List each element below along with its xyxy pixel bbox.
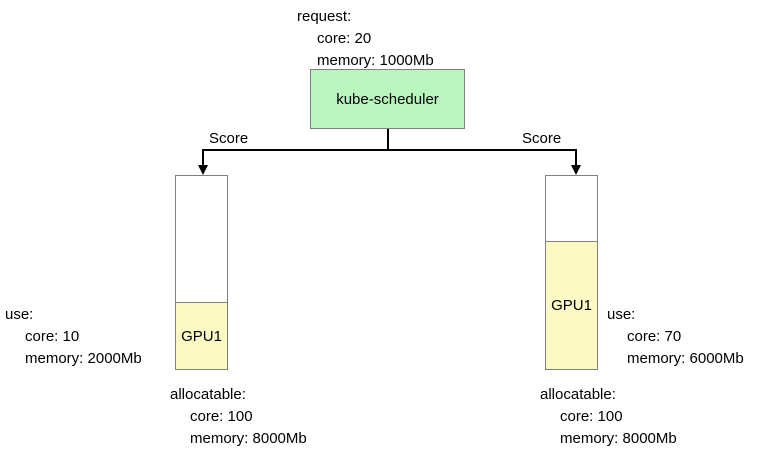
score-label-left: Score xyxy=(209,130,249,147)
score-label-right: Score xyxy=(522,130,562,147)
left-use-memory: memory: 2000Mb xyxy=(25,350,142,367)
left-allocatable-memory: memory: 8000Mb xyxy=(190,430,307,447)
right-allocatable-title: allocatable: xyxy=(540,386,616,403)
left-gpu-label: GPU1 xyxy=(181,327,222,345)
request-title: request: xyxy=(297,8,352,25)
right-down-arrow-icon xyxy=(571,165,581,175)
connector-stem xyxy=(387,129,389,150)
kube-scheduler-node: kube-scheduler xyxy=(310,69,465,129)
left-use-annotation: use: core: 10 memory: 2000Mb xyxy=(5,304,142,370)
right-use-core: core: 70 xyxy=(627,328,682,345)
right-allocatable-memory: memory: 8000Mb xyxy=(560,430,677,447)
left-allocatable-annotation: allocatable: core: 100 memory: 8000Mb xyxy=(170,384,307,450)
right-allocatable-core: core: 100 xyxy=(560,408,623,425)
left-node-free-capacity xyxy=(175,175,228,303)
left-use-title: use: xyxy=(5,306,34,323)
right-allocatable-annotation: allocatable: core: 100 memory: 8000Mb xyxy=(540,384,677,450)
left-node-gpu-used: GPU1 xyxy=(175,302,228,370)
right-use-annotation: use: core: 70 memory: 6000Mb xyxy=(607,304,744,370)
right-node-free-capacity xyxy=(545,175,598,242)
right-use-memory: memory: 6000Mb xyxy=(627,350,744,367)
connector-left-drop xyxy=(202,149,204,167)
connector-horizontal xyxy=(202,149,576,151)
request-memory: memory: 1000Mb xyxy=(317,52,434,69)
right-gpu-label: GPU1 xyxy=(551,297,592,314)
right-use-title: use: xyxy=(607,306,636,323)
left-down-arrow-icon xyxy=(198,165,208,175)
request-annotation: request: core: 20 memory: 1000Mb xyxy=(297,6,434,72)
kube-scheduler-label: kube-scheduler xyxy=(336,90,439,108)
right-node-gpu-used: GPU1 xyxy=(545,241,598,370)
left-allocatable-title: allocatable: xyxy=(170,386,246,403)
left-allocatable-core: core: 100 xyxy=(190,408,253,425)
connector-right-drop xyxy=(575,149,577,167)
request-core: core: 20 xyxy=(317,30,372,47)
left-use-core: core: 10 xyxy=(25,328,80,345)
